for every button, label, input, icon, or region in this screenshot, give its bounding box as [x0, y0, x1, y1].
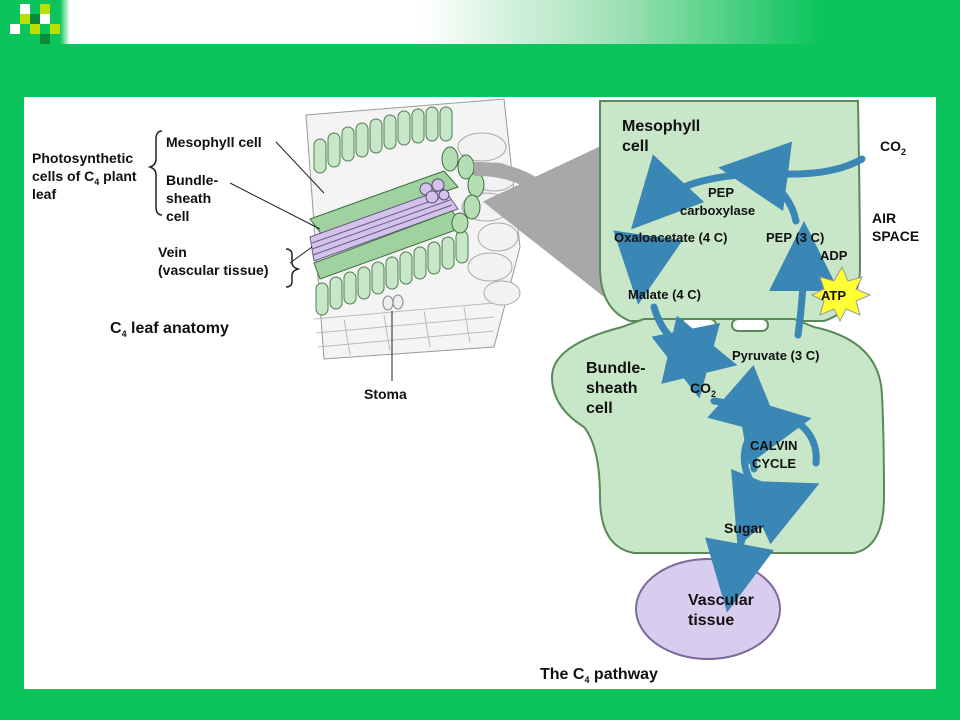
- mesophyll-cells-upper: [313, 106, 453, 174]
- c4-pathway-caption: The C4 pathway: [540, 666, 658, 685]
- bundle-sheath-title-1: Bundle-: [586, 360, 646, 377]
- malate-to-co2-arrow-icon: [651, 322, 721, 399]
- slide-panel: Photosynthetic cells of C4 plant leaf Me…: [24, 97, 936, 689]
- co2-in-arrow-icon: [718, 141, 866, 212]
- pathway-arrows: [613, 141, 866, 613]
- adp-label: ADP: [820, 248, 848, 263]
- lower-epidermis: [313, 302, 495, 356]
- deco-square: [30, 4, 40, 14]
- deco-square: [10, 24, 20, 34]
- deco-square: [20, 34, 30, 44]
- air-space-label-2: SPACE: [872, 228, 919, 244]
- leaf-anatomy-caption: C4 leaf anatomy: [110, 320, 229, 339]
- sugar-to-vascular-arrow-icon: [705, 535, 774, 613]
- deco-square: [40, 34, 50, 44]
- vein-cross-section: [419, 178, 450, 204]
- c4-diagram: Photosynthetic cells of C4 plant leaf Me…: [32, 98, 919, 685]
- vein-brace: [285, 248, 301, 288]
- pep-to-oxaloacetate-arrow-icon: [630, 154, 742, 230]
- stoma-icon: [382, 294, 404, 311]
- bundle-sheath-title-2: sheath: [586, 380, 638, 397]
- deco-square: [20, 4, 30, 14]
- vascular-tissue-label-2: tissue: [688, 612, 734, 629]
- pep-loop-arrow-icon: [760, 175, 800, 225]
- air-space-label-1: AIR: [872, 210, 896, 226]
- mesophyll-cell-label: Mesophyll cell: [166, 134, 262, 150]
- bundle-sheath-label-1: Bundle-: [166, 172, 218, 188]
- deco-square: [30, 14, 40, 24]
- stoma-label: Stoma: [364, 386, 407, 402]
- vein-label-1: Vein: [158, 244, 187, 260]
- pep-label: PEP (3 C): [766, 230, 824, 245]
- pyruvate-to-pep-arrow-icon: [768, 221, 839, 339]
- mesophyll-title-2: cell: [622, 138, 649, 155]
- pep-carboxylase-label-2: carboxylase: [680, 203, 755, 218]
- c4-pathway: Mesophyll cell CO2 AIR SPACE PEP carboxy…: [540, 100, 919, 685]
- bundle-sheath-title-3: cell: [586, 400, 613, 417]
- sugar-label: Sugar: [724, 520, 764, 536]
- deco-square: [50, 24, 60, 34]
- mesophyll-cells-lower: [315, 230, 469, 316]
- calvin-cycle-left-arrow-icon: [736, 395, 812, 473]
- zoom-arrow-icon: [473, 141, 610, 299]
- photosynthetic-label-3: leaf: [32, 186, 56, 202]
- atp-label: ATP: [821, 288, 846, 303]
- photosynthetic-brace: [147, 130, 163, 216]
- atp-burst-icon: [810, 265, 872, 323]
- deco-square: [50, 14, 60, 24]
- deco-square: [40, 4, 50, 14]
- calvin-cycle-label-1: CALVIN: [750, 438, 797, 453]
- oxaloacetate-to-malate-arrow-icon: [613, 230, 683, 305]
- pyruvate-label: Pyruvate (3 C): [732, 348, 819, 363]
- malate-label: Malate (4 C): [628, 287, 701, 302]
- co2-bundle-label: CO2: [690, 380, 716, 399]
- vascular-tissue-shape: [635, 558, 781, 660]
- pep-carboxylase-label-1: PEP: [708, 185, 734, 200]
- bundle-sheath-ring: [441, 146, 485, 234]
- calvin-cycle-label-2: CYCLE: [752, 456, 796, 471]
- leaf-anatomy: Photosynthetic cells of C4 plant leaf Me…: [32, 98, 521, 402]
- title-bar: [0, 0, 960, 44]
- deco-square: [30, 24, 40, 34]
- bundle-sheath-label-2: sheath: [166, 190, 211, 206]
- mesophyll-title-1: Mesophyll: [622, 118, 700, 135]
- bundle-sheath-cell-shape: [550, 318, 886, 554]
- vein-lines: [311, 194, 453, 256]
- vein-label-2: (vascular tissue): [158, 262, 269, 278]
- deco-square: [40, 14, 50, 24]
- vascular-tissue-label-1: Vascular: [688, 592, 754, 609]
- photosynthetic-label-1: Photosynthetic: [32, 150, 133, 166]
- bundle-sheath-label-3: cell: [166, 208, 189, 224]
- leader-lines: [229, 141, 393, 381]
- co2-in-label: CO2: [880, 138, 906, 157]
- oxaloacetate-label: Oxaloacetate (4 C): [614, 230, 727, 245]
- deco-square: [10, 4, 20, 14]
- deco-square: [20, 14, 30, 24]
- calvin-to-sugar-arrow-icon: [731, 469, 797, 547]
- photosynthetic-label-2: cells of C4 plant: [32, 168, 137, 187]
